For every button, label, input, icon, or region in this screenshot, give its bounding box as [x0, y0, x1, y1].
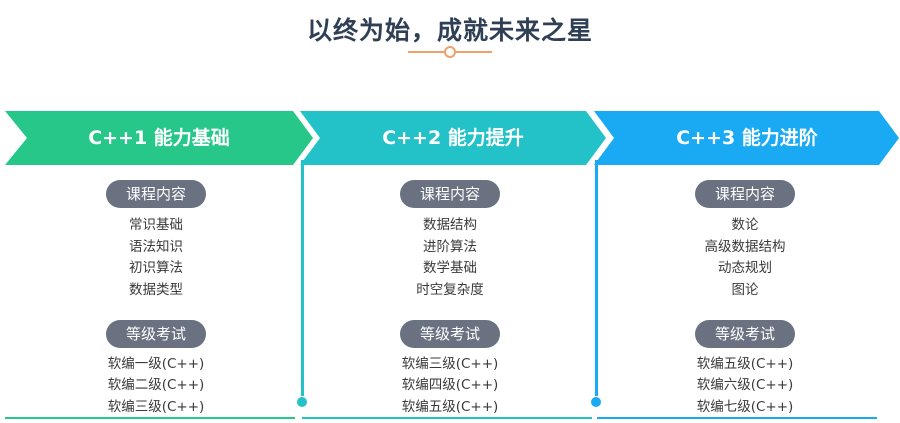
stage-2-banner: C++2 能力提升	[300, 111, 606, 165]
stage-3-baseline	[597, 417, 877, 419]
list-item: 高级数据结构	[704, 238, 786, 255]
list-item: 初识算法	[129, 260, 183, 277]
list-item: 数据类型	[129, 282, 183, 299]
course-content-label: 课程内容	[399, 180, 500, 208]
stage-3-column: 课程内容 数论 高级数据结构 动态规划 图论 等级考试 软编五级(C++) 软编…	[600, 165, 890, 419]
list-item: 软编五级(C++)	[696, 355, 794, 372]
list-item: 软编七级(C++)	[696, 399, 794, 416]
list-item: 常识基础	[129, 217, 183, 233]
course-content-label: 课程内容	[105, 180, 206, 208]
list-item: 语法知识	[129, 238, 183, 255]
stage-3-timeline	[595, 160, 598, 396]
list-item: 图论	[731, 282, 759, 299]
title-divider	[408, 45, 492, 59]
exam-level-label: 等级考试	[694, 319, 795, 348]
list-item: 进阶算法	[423, 238, 477, 255]
list-item: 软编四级(C++)	[401, 377, 499, 394]
stage-2-timeline	[301, 160, 304, 396]
list-item: 软编六级(C++)	[696, 377, 794, 394]
stage-3-title: C++3 能力进阶	[676, 127, 818, 149]
exam-level-label: 等级考试	[399, 319, 500, 348]
page-title: 以终为始，成就未来之星	[306, 16, 593, 45]
course-content-label: 课程内容	[694, 180, 795, 208]
list-item: 数论	[731, 217, 759, 233]
list-item: 动态规划	[718, 260, 772, 277]
list-item: 软编一级(C++)	[107, 355, 205, 372]
list-item: 软编二级(C++)	[107, 377, 205, 394]
exam-level-label: 等级考试	[105, 319, 206, 348]
list-item: 软编五级(C++)	[401, 399, 499, 416]
stage-2-column: 课程内容 数据结构 进阶算法 数学基础 时空复杂度 等级考试 软编三级(C++)…	[305, 165, 595, 419]
stage-1-banner: C++1 能力基础	[5, 111, 313, 165]
stage-2-timeline-dot	[297, 397, 307, 407]
stage-2-baseline	[302, 417, 592, 419]
list-item: 时空复杂度	[416, 282, 484, 299]
list-item: 软编三级(C++)	[107, 399, 205, 416]
circle-icon	[444, 46, 456, 58]
list-item: 数学基础	[423, 260, 477, 277]
stage-1-column: 课程内容 常识基础 语法知识 初识算法 数据类型 等级考试 软编一级(C++) …	[11, 165, 301, 419]
stage-3-timeline-dot	[591, 397, 601, 407]
list-item: 软编三级(C++)	[401, 355, 499, 372]
stage-1-baseline	[5, 417, 295, 419]
stage-1-title: C++1 能力基础	[88, 127, 230, 149]
list-item: 数据结构	[423, 217, 477, 233]
stage-2-title: C++2 能力提升	[382, 127, 524, 149]
stage-3-banner: C++3 能力进阶	[594, 111, 900, 165]
